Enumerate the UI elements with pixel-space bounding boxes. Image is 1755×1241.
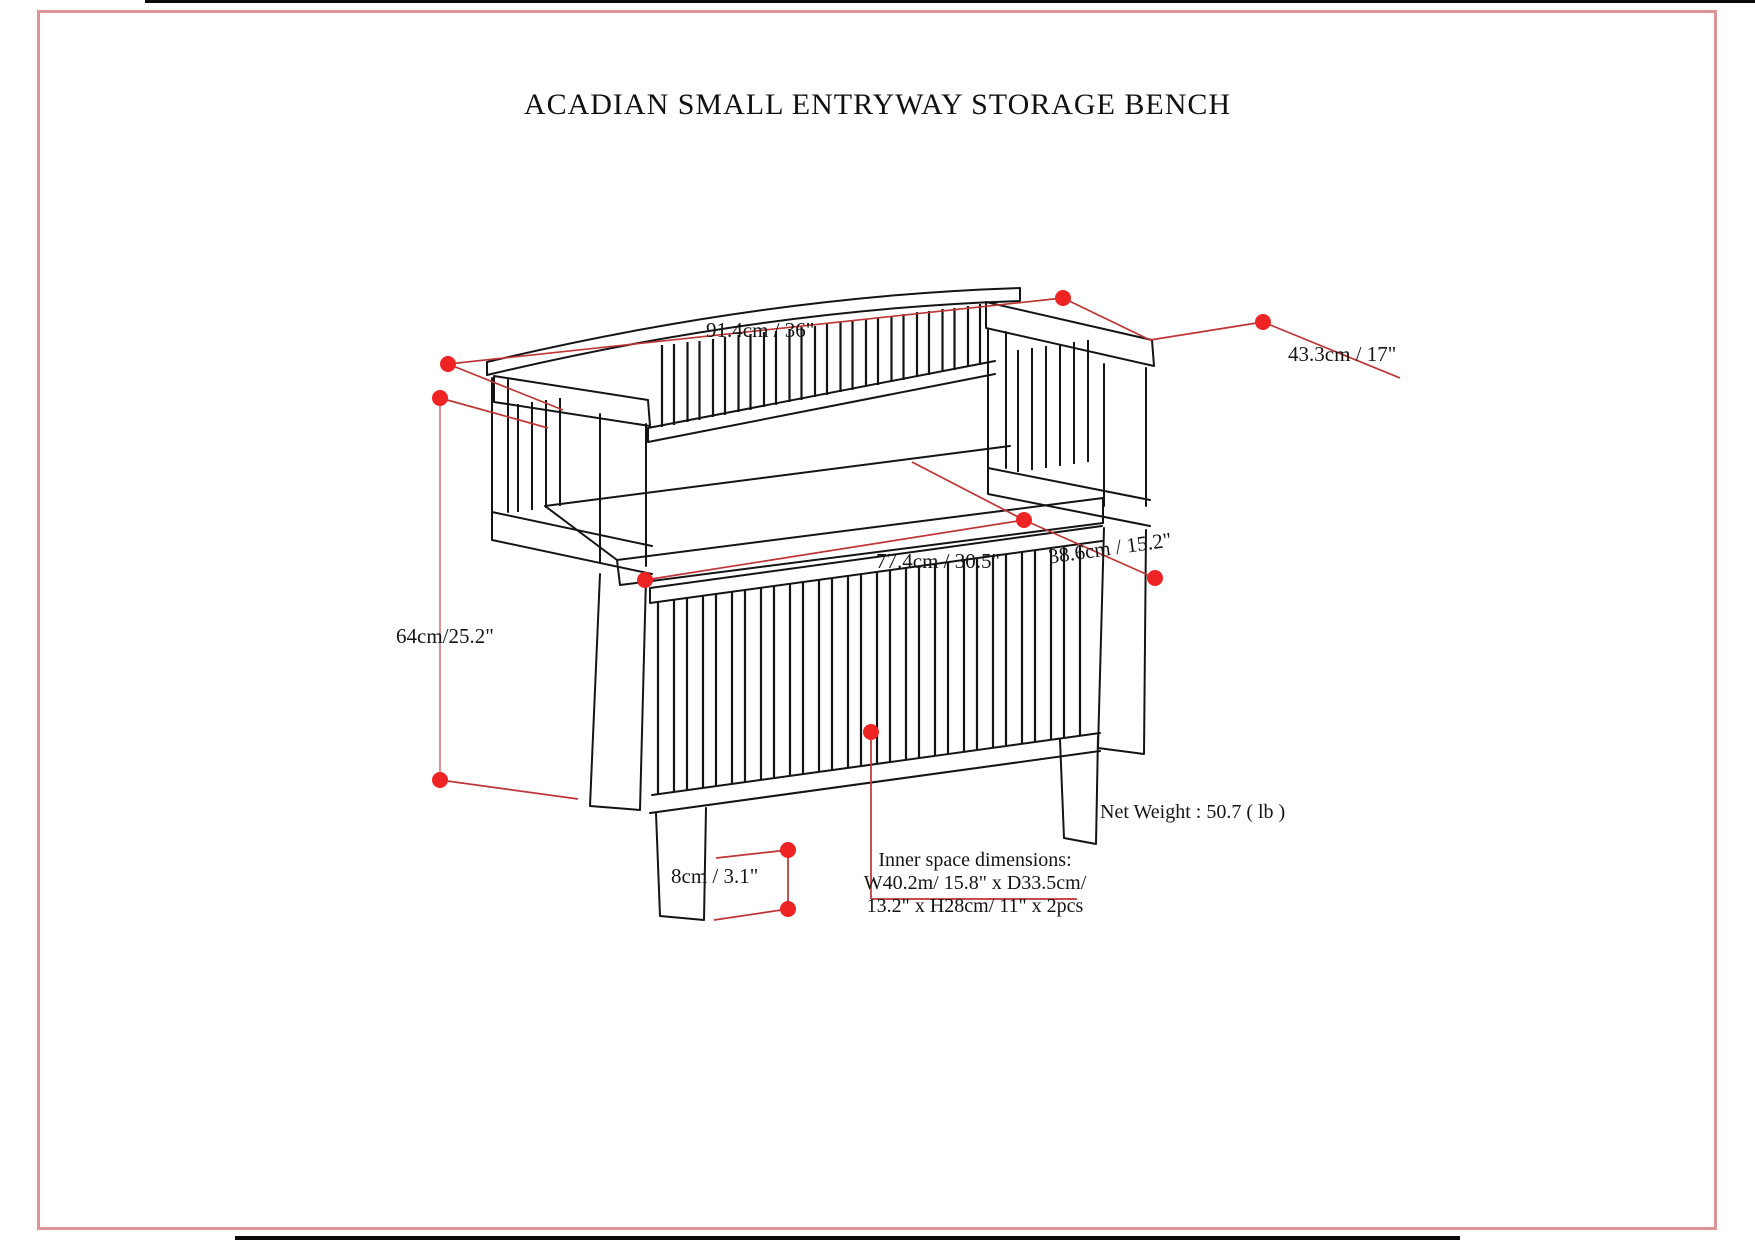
page-border: [37, 10, 1717, 1230]
page-title: ACADIAN SMALL ENTRYWAY STORAGE BENCH: [523, 88, 1232, 121]
inner-space-line2: W40.2m/ 15.8" x D33.5cm/: [863, 872, 1087, 894]
overall-height-label: 64cm/25.2": [396, 624, 494, 648]
overall-width-label: 91.4cm / 36": [706, 318, 815, 342]
front-panel-slats: [656, 544, 1082, 794]
net-weight-label: Net Weight : 50.7 ( lb ): [1100, 801, 1286, 823]
dimension-annotations: [432, 290, 1401, 921]
seat-width-label: 77.4cm / 30.5": [876, 549, 1001, 573]
back-slats: [660, 304, 982, 427]
ground-clearance-label: 8cm / 3.1": [671, 864, 759, 888]
overall-depth-label: 43.3cm / 17": [1288, 342, 1397, 366]
right-arm-side-slats: [1017, 340, 1089, 472]
top-scan-mark: [145, 0, 1755, 3]
bench-outline: [486, 287, 1155, 921]
inner-space-line3: 13.2" x H28cm/ 11" x 2pcs: [866, 895, 1084, 917]
dimension-dots: [432, 290, 1271, 917]
inner-space-dimensions: Inner space dimensions: W40.2m/ 15.8" x …: [856, 849, 1094, 918]
bottom-scan-mark: [235, 1236, 1460, 1240]
left-arm-side-slats: [517, 398, 561, 512]
inner-space-line1: Inner space dimensions:: [878, 849, 1072, 871]
